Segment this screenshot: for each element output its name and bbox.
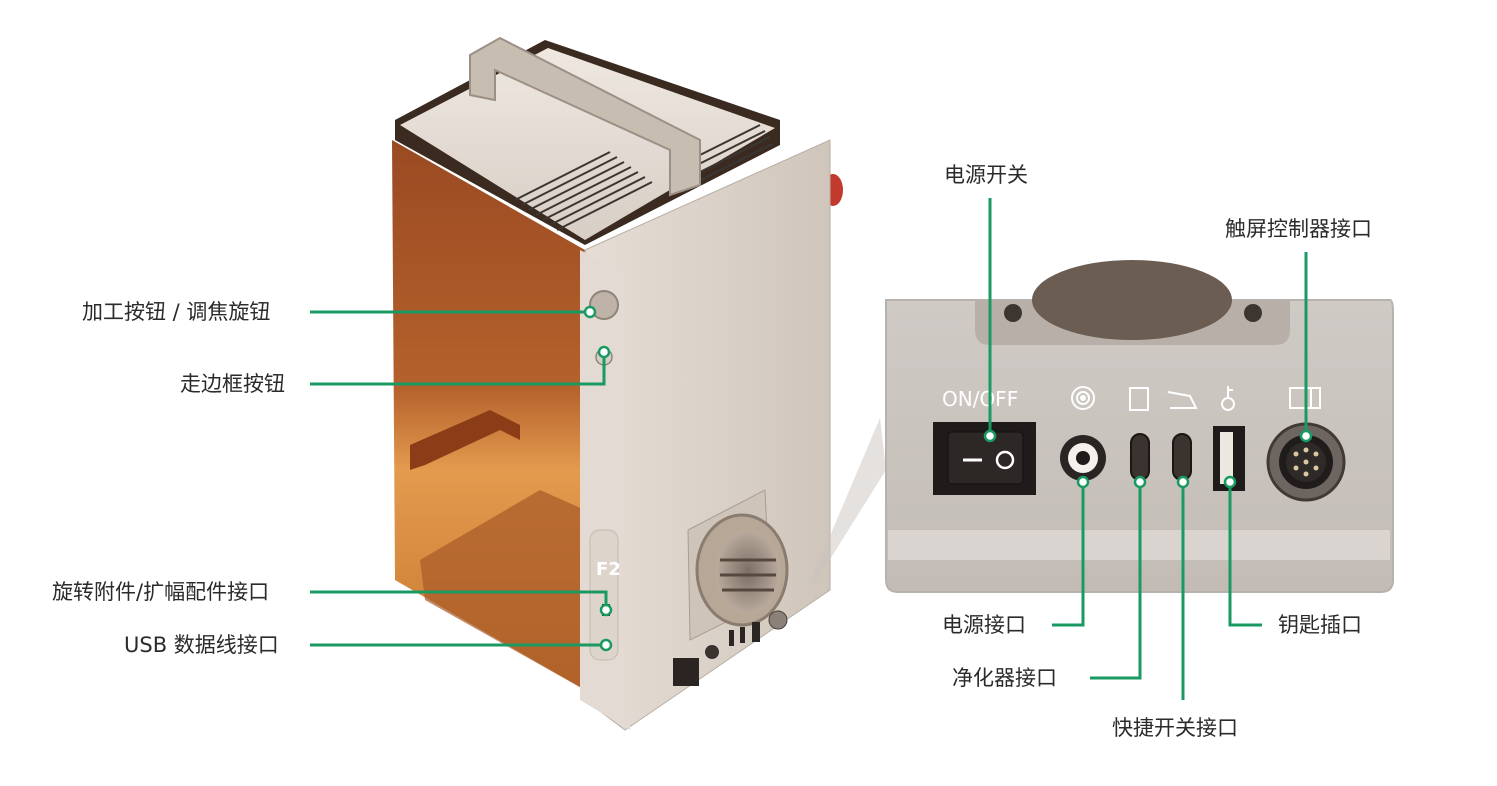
focus-knob[interactable] <box>589 290 619 320</box>
rear-switch-small <box>673 658 699 686</box>
label-key-port: 钥匙插口 <box>1278 613 1362 637</box>
zoom-callout: ON/OFF <box>810 260 1394 593</box>
label-process-button: 加工按钮 / 调焦旋钮 <box>82 300 271 324</box>
carry-handle <box>469 36 701 197</box>
key-icon <box>1221 386 1235 411</box>
label-quick-switch-port: 快捷开关接口 <box>1112 716 1238 740</box>
purifier-typec-port <box>1130 433 1150 481</box>
panel-on-off-text: ON/OFF <box>942 387 1018 411</box>
quick-switch-icon <box>1129 387 1198 411</box>
label-touch-controller-port: 触屏控制器接口 <box>1225 217 1372 241</box>
label-purifier-port: 净化器接口 <box>952 666 1057 690</box>
laser-machine: F2 <box>392 36 843 731</box>
top-vent <box>514 124 773 231</box>
power-switch[interactable] <box>933 422 1036 495</box>
exhaust-fan <box>687 489 789 641</box>
label-frame-button: 走边框按钮 <box>180 372 285 396</box>
model-badge: F2 <box>596 559 621 580</box>
label-power-port: 电源接口 <box>942 613 1026 637</box>
controller-connector <box>1266 422 1346 502</box>
quick-switch-typec-port <box>1172 433 1192 481</box>
label-power-switch: 电源开关 <box>944 163 1028 187</box>
purifier-icon <box>1071 386 1095 410</box>
label-usb-port: USB 数据线接口 <box>124 633 279 657</box>
label-rotary-port: 旋转附件/扩幅配件接口 <box>52 580 270 604</box>
leader-dots <box>583 305 1313 652</box>
model-badge-strip <box>589 529 619 661</box>
dc-power-jack <box>1060 435 1106 481</box>
